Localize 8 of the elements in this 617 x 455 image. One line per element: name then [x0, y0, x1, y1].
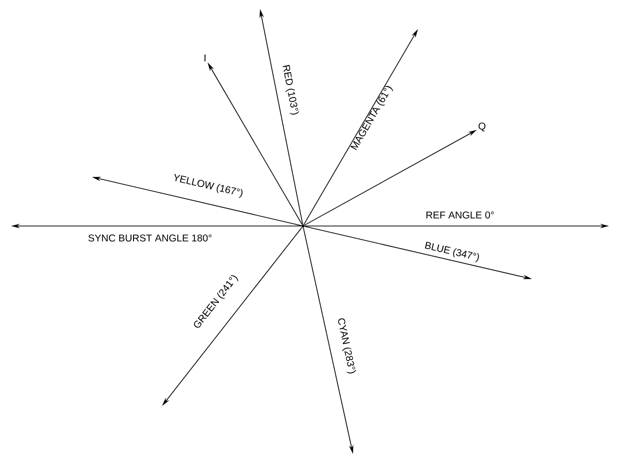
edge-label: CYAN (283°): [338, 318, 356, 374]
edge-label: BLUE (347°): [424, 242, 479, 262]
vector-label: I: [204, 54, 206, 62]
edge-label: YELLOW (167°): [174, 174, 242, 198]
edge-label: RED (103°): [282, 64, 299, 115]
vector-label: Q: [478, 122, 486, 132]
edge-label: REF ANGLE 0°: [426, 211, 494, 219]
edge-label: SYNC BURST ANGLE 180°: [88, 234, 212, 242]
